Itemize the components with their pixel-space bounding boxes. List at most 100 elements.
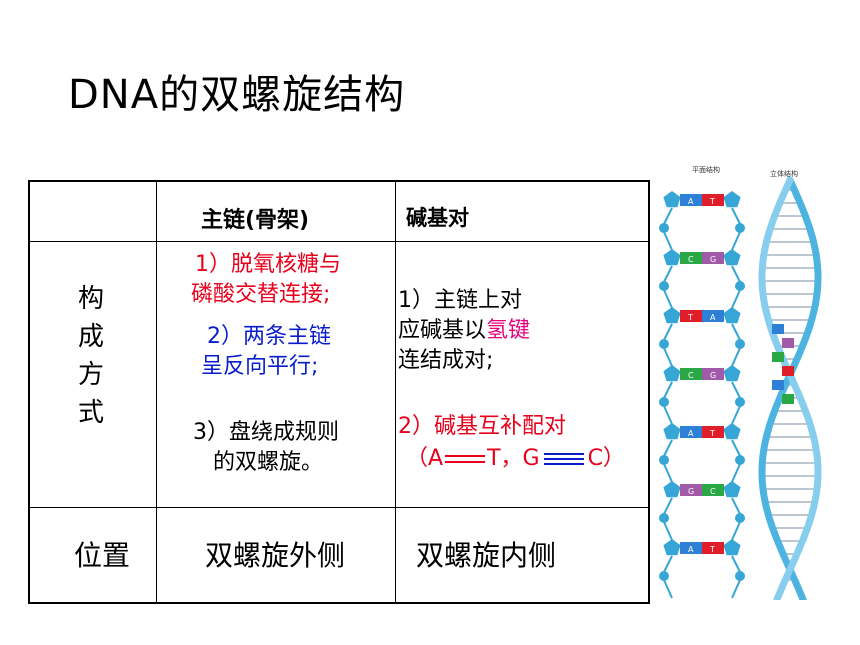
row-label-char: 方 (78, 359, 105, 390)
backbone-link (731, 579, 741, 599)
backbone-link (731, 463, 741, 483)
row-label-cell: 构 成 方 式 (28, 240, 157, 508)
base-g (680, 484, 702, 496)
backbone-link (731, 521, 741, 541)
phosphate-icon (735, 339, 745, 349)
backbone-link (663, 405, 673, 425)
backbone-position: 双螺旋外侧 (205, 538, 346, 572)
base-label: T (709, 429, 715, 438)
pairs-item1-line2-text: 应碱基以 (398, 317, 487, 343)
base-label: G (688, 487, 694, 496)
sugar-icon (723, 249, 741, 266)
backbone-link (663, 207, 673, 225)
row-label-char: 构 (78, 283, 105, 314)
backbone-item2-line1: 2）两条主链 (207, 323, 331, 349)
row-label-composition: 构 成 方 式 (78, 280, 105, 432)
sugar-icon (723, 307, 741, 324)
backbone-link (731, 207, 741, 225)
base-label: C (710, 487, 716, 496)
base-g (702, 368, 724, 380)
phosphate-icon (735, 397, 745, 407)
position-label: 位置 (74, 538, 131, 572)
base-g (702, 252, 724, 264)
backbone-composition-cell: 1）脱氧核糖与 磷酸交替连接; 2）两条主链 呈反向平行; 3）盘绕成规则 的双… (156, 240, 396, 508)
sugar-icon (663, 481, 681, 498)
pairs-position-cell: 双螺旋内侧 (395, 506, 650, 604)
base-c (680, 368, 702, 380)
phosphate-icon (659, 281, 669, 291)
helix-base-c (772, 352, 784, 362)
sugar-icon (723, 539, 741, 556)
helix-base-a (772, 324, 784, 334)
spatial-structure-label: 立体结构 (770, 169, 798, 178)
sugar-icon (663, 423, 681, 440)
backbone-link (731, 265, 741, 283)
backbone-link (663, 579, 673, 599)
base-label: G (710, 371, 716, 380)
backbone-link (663, 231, 673, 251)
sugar-icon (663, 539, 681, 556)
pairs-item1-line1: 1）主链上对 (398, 287, 522, 313)
backbone-link (663, 521, 673, 541)
header-backbone-cell: 主链(骨架) (156, 180, 396, 242)
double-bond-icon (445, 454, 486, 463)
pairs-position: 双螺旋内侧 (416, 538, 557, 572)
base-a (702, 310, 724, 322)
pair-t-g-text: T，G (487, 445, 540, 471)
helix-base-a (772, 380, 784, 390)
page-title: DNA的双螺旋结构 (68, 72, 406, 118)
helix-strand-1 (758, 176, 822, 604)
hydrogen-bond-text: 氢键 (486, 317, 531, 343)
pairs-item1-line2: 应碱基以氢键 (398, 316, 530, 346)
backbone-link (731, 555, 741, 573)
base-label: T (709, 545, 715, 554)
phosphate-icon (659, 223, 669, 233)
backbone-item2-line2: 呈反向平行; (201, 353, 319, 379)
backbone-link (663, 439, 673, 457)
phosphate-icon (735, 455, 745, 465)
phosphate-icon (659, 571, 669, 581)
sugar-icon (723, 423, 741, 440)
backbone-link (731, 439, 741, 457)
sugar-icon (723, 481, 741, 498)
base-c (680, 252, 702, 264)
base-label: T (687, 313, 693, 322)
sugar-icon (663, 365, 681, 382)
backbone-link (731, 289, 741, 309)
phosphate-icon (735, 223, 745, 233)
backbone-link (663, 323, 673, 341)
phosphate-icon (735, 281, 745, 291)
base-label: T (709, 197, 715, 206)
backbone-link (663, 463, 673, 483)
backbone-item3-line2: 的双螺旋。 (213, 449, 324, 475)
base-label: A (688, 429, 694, 438)
phosphate-icon (659, 455, 669, 465)
base-label: A (688, 197, 694, 206)
base-label: A (688, 545, 694, 554)
backbone-link (731, 405, 741, 425)
phosphate-icon (735, 571, 745, 581)
backbone-position-cell: 双螺旋外侧 (156, 506, 396, 604)
sugar-icon (663, 249, 681, 266)
base-a (680, 194, 702, 206)
pair-a-text: （A (406, 445, 444, 471)
backbone-link (731, 497, 741, 515)
pairs-item1-line3: 连结成对; (398, 347, 494, 373)
planar-structure-label: 平面结构 (692, 165, 720, 174)
helix-base-t (782, 366, 794, 376)
pairs-item2-line1: 2）碱基互补配对 (398, 413, 566, 439)
sugar-icon (663, 191, 681, 208)
backbone-link (663, 497, 673, 515)
base-a (680, 542, 702, 554)
backbone-link (663, 381, 673, 399)
base-t (702, 194, 724, 206)
base-t (702, 426, 724, 438)
double-helix (758, 176, 822, 604)
base-label: C (688, 371, 694, 380)
backbone-link (731, 381, 741, 399)
backbone-link (731, 347, 741, 367)
phosphate-icon (735, 513, 745, 523)
helix-base-g (782, 338, 794, 348)
